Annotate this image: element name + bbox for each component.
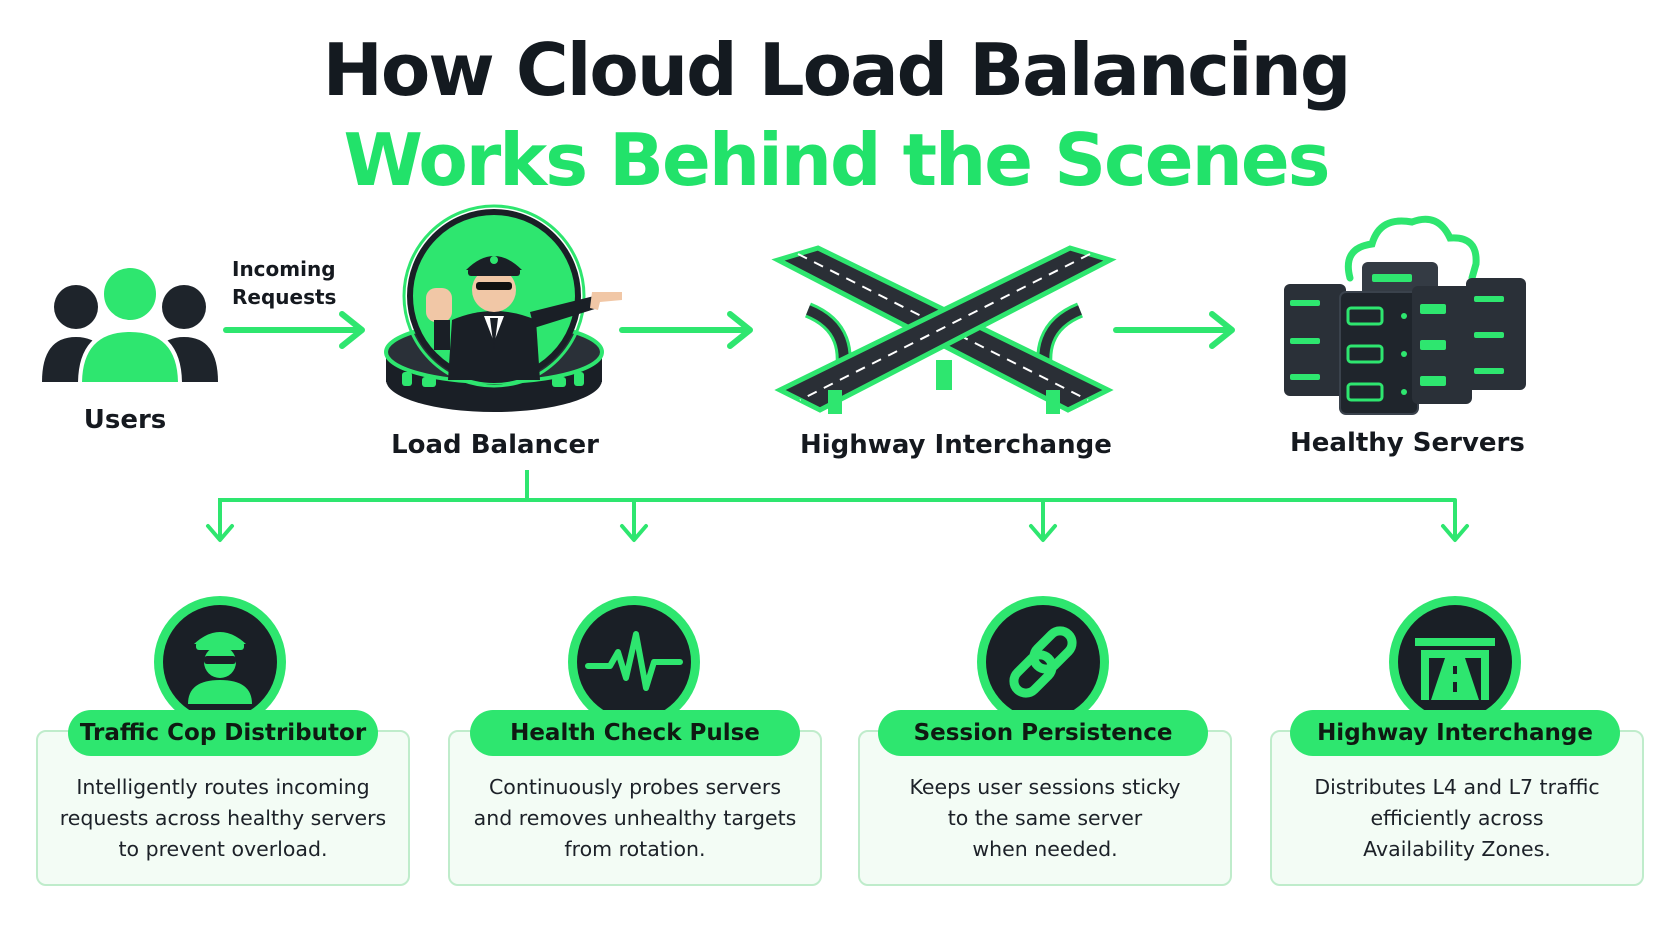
feature-card: Distributes L4 and L7 traffic efficientl… [1270, 730, 1644, 886]
feature-description: Intelligently routes incoming requests a… [59, 775, 387, 861]
feature-card: Continuously probes servers and removes … [448, 730, 822, 886]
heartbeat-icon [568, 596, 700, 728]
incoming-requests-label: Incoming Requests [232, 257, 337, 309]
healthy-servers-label: Healthy Servers [1290, 428, 1525, 458]
feature-card: Intelligently routes incoming requests a… [36, 730, 410, 886]
highway-interchange-label: Highway Interchange [800, 430, 1112, 460]
arrow-right-icon [619, 311, 753, 349]
feature-description: Distributes L4 and L7 traffic efficientl… [1314, 775, 1600, 861]
highway-icon [1389, 596, 1521, 728]
highway-interchange-icon [771, 245, 1117, 414]
users-icon [42, 264, 218, 386]
users-label: Users [83, 405, 167, 435]
arrow-right-icon [1113, 311, 1235, 349]
page-subtitle: Works Behind the Scenes [343, 118, 1330, 202]
chain-link-icon [977, 596, 1109, 728]
branch-connector [206, 470, 1469, 542]
feature-description: Continuously probes servers and removes … [473, 775, 797, 861]
page-title: How Cloud Load Balancing [322, 28, 1352, 112]
arrow-right-icon [223, 311, 365, 349]
feature-title: Session Persistence [878, 710, 1208, 756]
feature-card: Keeps user sessions sticky to the same s… [858, 730, 1232, 886]
feature-title: Health Check Pulse [470, 710, 800, 756]
feature-title: Highway Interchange [1290, 710, 1620, 756]
healthy-servers-icon [1284, 215, 1526, 415]
traffic-cop-icon [154, 596, 286, 728]
feature-title: Traffic Cop Distributor [68, 710, 378, 756]
load-balancer-label: Load Balancer [391, 430, 599, 460]
load-balancer-traffic-cop-icon [384, 204, 622, 412]
feature-description: Keeps user sessions sticky to the same s… [909, 775, 1181, 861]
